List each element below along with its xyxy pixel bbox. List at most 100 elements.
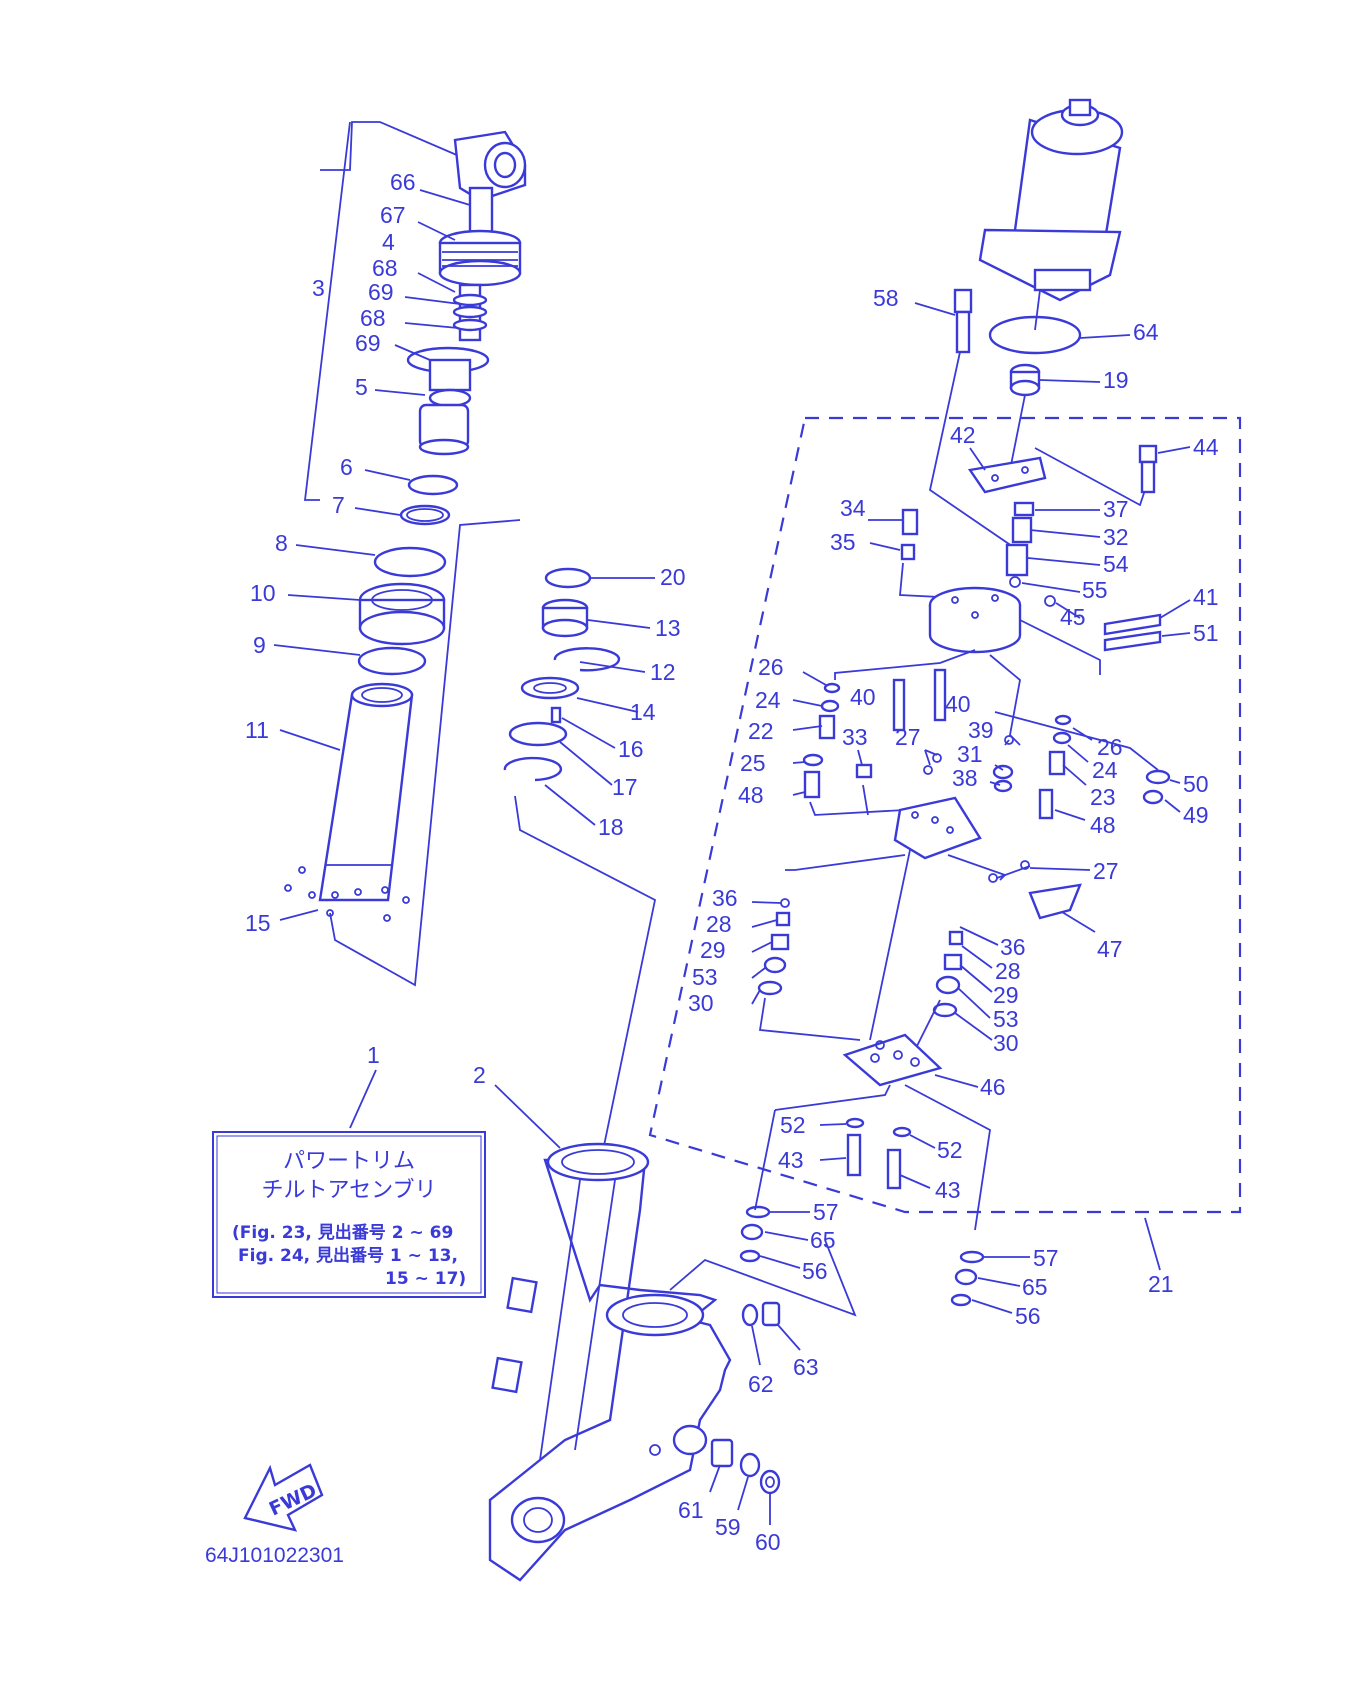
plate-46 [754, 1033, 991, 1231]
callout-28: 28 [706, 911, 732, 937]
callout-26-b: 26 [1097, 734, 1123, 760]
callout-16: 16 [618, 736, 644, 762]
callout-63: 63 [793, 1354, 819, 1380]
callout-68-b: 68 [360, 305, 386, 331]
center-valves-33-27-39-31-38 [855, 735, 1014, 816]
note-line-1: パワートリム [283, 1149, 415, 1174]
callout-50: 50 [1183, 771, 1209, 797]
callout-6: 6 [340, 454, 353, 480]
plug-61 [710, 1438, 734, 1468]
callout-34: 34 [840, 495, 866, 521]
cylinder-body-2 [488, 1142, 732, 1582]
pin-35 [900, 543, 916, 561]
callout-48-b: 48 [1090, 812, 1116, 838]
callout-25: 25 [740, 750, 766, 776]
callout-58: 58 [873, 285, 899, 311]
callout-52: 52 [780, 1112, 806, 1138]
callout-11: 11 [245, 717, 269, 743]
callout-2: 2 [473, 1062, 486, 1088]
spring-13 [541, 598, 589, 638]
note-line-2: チルトアセンブリ [262, 1178, 437, 1203]
right-check-valve-stack [913, 930, 964, 1061]
callout-43-b: 43 [935, 1177, 961, 1203]
callout-62: 62 [748, 1371, 774, 1397]
callout-51: 51 [1193, 620, 1219, 646]
callout-69: 69 [368, 279, 394, 305]
plug-63 [761, 1301, 781, 1327]
callout-labels: 66 67 4 68 3 69 68 69 5 6 7 8 10 9 11 15… [245, 169, 1219, 1555]
callout-57-b: 57 [1033, 1245, 1059, 1271]
callout-21: 21 [1148, 1271, 1174, 1297]
tilt-rod-shaft [452, 283, 488, 342]
o-ring-6 [407, 474, 459, 496]
filter-41-51 [1103, 613, 1162, 652]
callout-13: 13 [655, 615, 681, 641]
callout-69-b: 69 [355, 330, 381, 356]
callout-56: 56 [802, 1258, 828, 1284]
callout-31: 31 [957, 741, 983, 767]
callout-56-b: 56 [1015, 1303, 1041, 1329]
callout-37: 37 [1103, 496, 1129, 522]
leader-18-to-body [514, 795, 657, 1166]
callout-40: 40 [850, 684, 876, 710]
electric-motor [978, 98, 1124, 331]
callout-57: 57 [813, 1199, 839, 1225]
leader-lower-left [785, 854, 906, 871]
fwd-arrow: FWD [243, 1463, 324, 1532]
callout-27: 27 [895, 724, 921, 750]
note-line-3: (Fig. 23, 見出番号 2 ~ 69 [232, 1222, 453, 1243]
pump-lower-housing [893, 796, 1007, 881]
o-ring-62 [741, 1303, 759, 1327]
washers-57-65-56-right [950, 1250, 985, 1307]
callout-53-b: 53 [993, 1006, 1019, 1032]
callout-65-b: 65 [1022, 1274, 1048, 1300]
callout-66: 66 [390, 169, 416, 195]
callout-59: 59 [715, 1514, 741, 1540]
callout-52-b: 52 [937, 1137, 963, 1163]
callout-12: 12 [650, 659, 676, 685]
filter-47 [1028, 883, 1082, 920]
valve-spring-37-32-54 [1005, 501, 1035, 588]
callout-44: 44 [1193, 434, 1219, 460]
gear-plate-42 [967, 447, 1146, 507]
callout-9: 9 [253, 632, 266, 658]
callout-42: 42 [950, 422, 976, 448]
callout-54: 54 [1103, 551, 1129, 577]
bolts-43-washers-52 [845, 1117, 912, 1190]
callout-60: 60 [755, 1529, 781, 1555]
callout-39: 39 [968, 717, 994, 743]
callout-29-b: 29 [993, 982, 1019, 1008]
leader-motor-seat [669, 1239, 857, 1317]
callout-46: 46 [980, 1074, 1006, 1100]
leader-pipes [834, 649, 976, 680]
callout-leaders [273, 189, 1191, 1525]
o-ring-64 [988, 315, 1082, 355]
callout-40-b: 40 [945, 691, 971, 717]
o-ring-59 [739, 1452, 761, 1478]
coupling-19 [1009, 363, 1041, 471]
washers-57-65-56-left [739, 1205, 771, 1263]
leader-pipes-right [989, 654, 1021, 746]
callout-26: 26 [758, 654, 784, 680]
leader-lower-shaft [869, 849, 911, 1041]
callout-38: 38 [952, 765, 978, 791]
callout-10: 10 [250, 580, 276, 606]
leader-valve-plate [1019, 619, 1101, 675]
tilt-piston [406, 346, 490, 456]
callout-36-b: 36 [1000, 934, 1026, 960]
washer-60 [759, 1469, 781, 1495]
callout-41: 41 [1193, 584, 1219, 610]
callout-20: 20 [660, 564, 686, 590]
note-line-4: Fig. 24, 見出番号 1 ~ 13, [238, 1245, 458, 1266]
callout-14: 14 [630, 699, 656, 725]
callout-33: 33 [842, 724, 868, 750]
callout-49: 49 [1183, 802, 1209, 828]
o-ring-9 [357, 646, 427, 676]
callout-47: 47 [1097, 936, 1123, 962]
callout-48: 48 [738, 782, 764, 808]
pins-15 [284, 519, 521, 987]
o-ring-8 [373, 546, 447, 578]
callout-17: 17 [612, 774, 638, 800]
ball-16 [550, 706, 562, 724]
callout-67: 67 [380, 202, 406, 228]
